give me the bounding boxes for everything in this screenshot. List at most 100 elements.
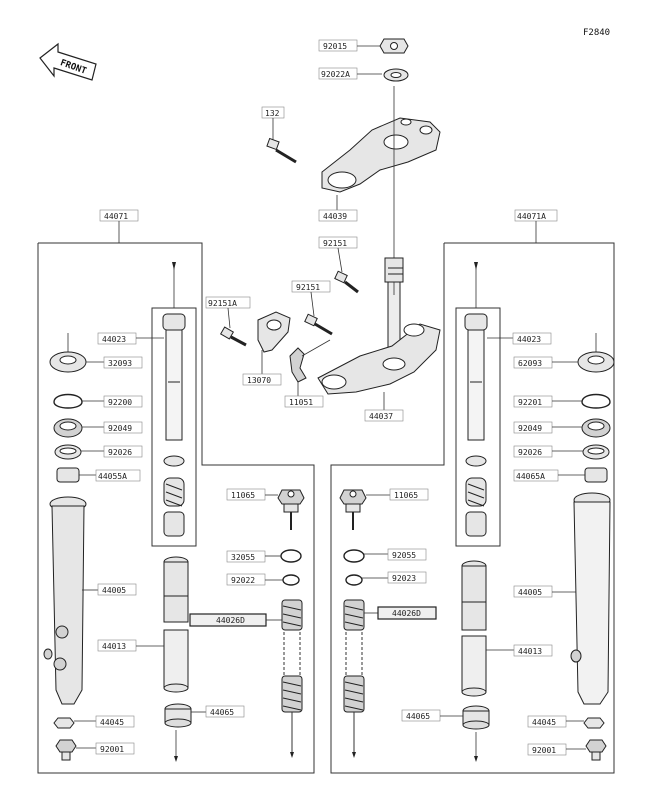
front-arrow-icon: FRONT — [39, 42, 97, 81]
svg-text:44005: 44005 — [102, 586, 126, 595]
callout-92151-top: 92151 — [318, 236, 358, 273]
figure-code: F2840 — [583, 28, 610, 38]
nut-92015 — [379, 38, 409, 54]
cap-bolt-11065-right — [339, 489, 367, 530]
callout-44065-right: 44065 — [401, 709, 463, 722]
bushing-44055A — [56, 467, 80, 483]
svg-text:92015: 92015 — [323, 42, 347, 51]
svg-text:13070: 13070 — [247, 376, 271, 385]
oil-seal-62093 — [577, 333, 615, 373]
svg-text:62093: 62093 — [518, 359, 542, 368]
callout-92015: 92015 — [318, 39, 382, 52]
plate-11051 — [289, 339, 331, 383]
washer-92022 — [282, 574, 300, 586]
callout-44026D-left[interactable]: 44026D — [189, 613, 282, 627]
svg-text:92151: 92151 — [296, 283, 320, 292]
washer-44045-left — [53, 717, 75, 729]
callout-92001-right: 92001 — [527, 743, 586, 756]
callout-132: 132 — [261, 106, 285, 140]
callout-44065A: 44065A — [513, 469, 585, 482]
callout-92151A: 92151A — [205, 296, 251, 329]
bolt-92151-top — [334, 270, 359, 294]
bolt-92151A — [219, 326, 247, 347]
callout-92049-left: 92049 — [82, 421, 143, 434]
svg-text:44065: 44065 — [210, 708, 234, 717]
outer-tube-44005-right — [570, 492, 611, 705]
callout-92001-left: 92001 — [76, 742, 135, 755]
callout-92049-right: 92049 — [513, 421, 582, 434]
left-fork-frame — [37, 242, 315, 774]
callout-44023-left: 44023 — [97, 332, 164, 345]
right-fork-frame — [330, 242, 615, 774]
collar-44065-left — [164, 703, 192, 762]
bolt-92001-right — [585, 739, 607, 761]
callout-44055A: 44055A — [79, 469, 141, 482]
circlip-92201 — [581, 393, 611, 409]
callout-44023-right: 44023 — [487, 332, 552, 345]
svg-text:92151A: 92151A — [208, 299, 237, 308]
callout-32055: 32055 — [226, 550, 281, 563]
svg-text:44005: 44005 — [518, 588, 542, 597]
callout-92151-mid: 92151 — [291, 280, 331, 317]
callout-13070: 13070 — [242, 350, 282, 386]
upper-bracket-44039 — [321, 117, 441, 193]
bushing-92049-left — [53, 418, 83, 438]
callout-44005-left: 44005 — [82, 583, 137, 596]
callout-44013-left: 44013 — [97, 639, 164, 652]
callout-44005-right: 44005 — [513, 585, 576, 598]
svg-text:32055: 32055 — [231, 553, 255, 562]
callout-44071: 44071 — [99, 209, 139, 243]
callout-44045-left: 44045 — [74, 715, 135, 728]
cap-bolt-11065-left — [277, 489, 305, 530]
left-inner-box — [151, 262, 197, 547]
svg-text:11065: 11065 — [231, 491, 255, 500]
callout-92055: 92055 — [364, 548, 427, 561]
svg-text:44037: 44037 — [369, 412, 393, 421]
svg-text:92026: 92026 — [518, 448, 542, 457]
callout-92026-right: 92026 — [513, 445, 583, 458]
svg-text:92201: 92201 — [518, 398, 542, 407]
bolt-92001-left — [55, 739, 77, 761]
svg-text:44071A: 44071A — [517, 212, 546, 221]
washer-92026-right — [582, 444, 610, 460]
callout-44045-right: 44045 — [527, 715, 584, 728]
callout-11065-right: 11065 — [366, 488, 429, 501]
svg-text:92001: 92001 — [100, 745, 124, 754]
washer-44045-right — [583, 717, 605, 729]
svg-text:132: 132 — [265, 109, 280, 118]
oil-seal-32093 — [49, 333, 87, 373]
callout-32093: 32093 — [86, 356, 143, 369]
left-inner-tube-44023 — [162, 313, 186, 537]
collar-44065-right — [462, 705, 490, 762]
bolt-132 — [266, 137, 297, 164]
svg-text:32093: 32093 — [108, 359, 132, 368]
svg-text:92049: 92049 — [518, 424, 542, 433]
svg-text:44039: 44039 — [323, 212, 347, 221]
washer-92023 — [345, 574, 363, 586]
svg-text:92026: 92026 — [108, 448, 132, 457]
right-inner-box — [455, 262, 501, 547]
outer-tube-44005-left — [43, 496, 87, 705]
callout-92026-left: 92026 — [81, 445, 143, 458]
svg-text:92001: 92001 — [532, 746, 556, 755]
o-ring-32055 — [280, 549, 302, 563]
callout-44039: 44039 — [318, 195, 358, 222]
svg-text:44045: 44045 — [532, 718, 556, 727]
svg-text:44026D: 44026D — [216, 616, 245, 625]
callout-11051: 11051 — [284, 382, 324, 408]
o-ring-92055 — [343, 549, 365, 563]
svg-text:11051: 11051 — [289, 398, 313, 407]
circlip-92200 — [53, 393, 83, 409]
svg-text:44065: 44065 — [406, 712, 430, 721]
svg-text:92023: 92023 — [392, 574, 416, 583]
svg-text:11065: 11065 — [394, 491, 418, 500]
right-inner-tube-44023 — [464, 313, 488, 537]
callout-44026D-right[interactable]: 44026D — [364, 606, 437, 620]
cylinder-44013-right — [461, 560, 487, 697]
bushing-92049-right — [581, 418, 611, 438]
cylinder-44013-left — [163, 556, 189, 693]
svg-text:92200: 92200 — [108, 398, 132, 407]
svg-text:44055A: 44055A — [98, 472, 127, 481]
washer-92026-left — [54, 444, 82, 460]
svg-text:44013: 44013 — [102, 642, 126, 651]
